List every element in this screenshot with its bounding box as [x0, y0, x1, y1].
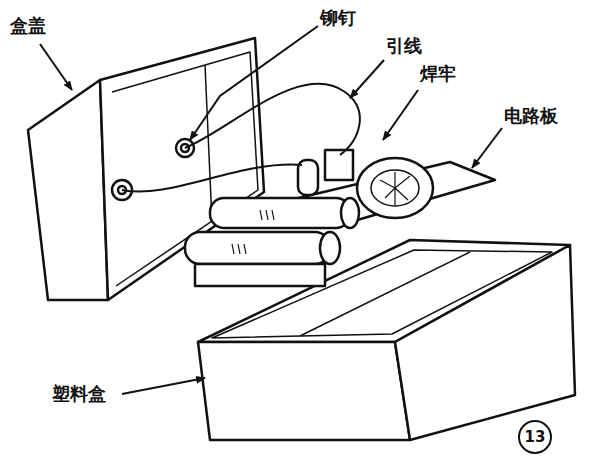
part-label: 引线 [386, 36, 422, 56]
part-label: 盒盖 [10, 16, 46, 36]
part-label: 电路板 [504, 106, 558, 126]
part-label: 焊牢 [420, 64, 456, 84]
lid-side [28, 80, 108, 300]
box-right [395, 245, 575, 440]
part-label: 塑料盒 [52, 384, 106, 404]
part-label: 铆钉 [320, 8, 356, 28]
speaker [357, 158, 433, 218]
box-front [198, 342, 410, 440]
callout-number: 13 [518, 420, 552, 454]
